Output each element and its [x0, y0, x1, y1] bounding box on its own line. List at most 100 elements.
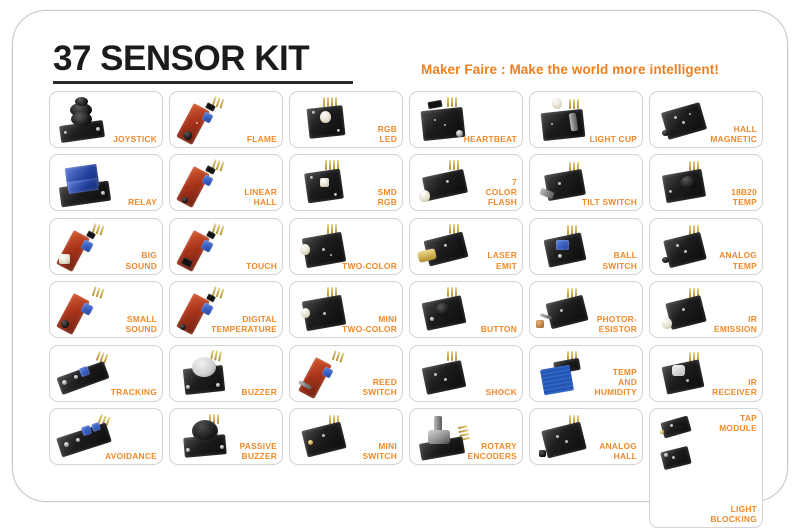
sensor-label: SMD RGB — [377, 186, 397, 208]
sensor-cell-joystick[interactable]: JOYSTICK — [49, 91, 163, 148]
sensor-label: RGB LED — [377, 123, 397, 144]
sensor-cell-flame[interactable]: FLAME — [169, 91, 283, 148]
sensor-cell-laser-emit[interactable]: LASER EMIT — [409, 217, 523, 275]
ir-receiver-icon — [656, 351, 718, 398]
passive-buzzer-icon — [176, 413, 238, 461]
active-buzzer-icon — [176, 349, 238, 398]
sensor-cell-color-flash[interactable]: 7 COLOR FLASH — [409, 154, 523, 212]
light-blocking-icon — [658, 445, 700, 471]
sensor-cell-touch[interactable]: TOUCH — [169, 217, 283, 275]
dht11-icon — [536, 350, 598, 398]
sensor-cell-button[interactable]: BUTTON — [409, 281, 523, 339]
title-underline — [53, 81, 353, 84]
laser-emitter-icon — [416, 223, 478, 271]
page-title: 37 SENSOR KIT — [53, 39, 310, 78]
sensor-cell-smd-rgb[interactable]: SMD RGB — [289, 154, 403, 212]
sensor-cell-analog-temp[interactable]: ANALOG TEMP — [649, 217, 763, 275]
button-module-icon — [416, 287, 478, 334]
sensor-cell-hall-magnetic[interactable]: HALL MAGNETIC — [649, 91, 763, 148]
sensor-label: LASER EMIT — [487, 250, 517, 271]
sensor-cell-small-sound[interactable]: SMALL SOUND — [49, 281, 163, 339]
title-block: 37 SENSOR KIT — [53, 39, 353, 84]
sensor-cell-reed-switch[interactable]: REED SWITCH — [289, 344, 403, 402]
sensor-cell-ir-emission[interactable]: IR EMISSION — [649, 281, 763, 339]
sensor-label: BUTTON — [480, 323, 517, 334]
smd-rgb-icon — [296, 160, 358, 207]
sensor-cell-tap-and-light-blocking[interactable]: TAP MODULE LIGHT BLOCKING — [649, 407, 763, 528]
mini-switch-icon — [296, 414, 358, 461]
sensor-cell-heartbeat[interactable]: HEARTBEAT — [409, 91, 523, 148]
sensor-cell-photoresistor[interactable]: PHOTOR- ESISTOR — [529, 281, 643, 339]
sensor-label: 18B20 TEMP — [731, 186, 757, 208]
sensor-cell-ds18b20[interactable]: 18B20 TEMP — [649, 154, 763, 212]
analog-hall-icon — [536, 414, 598, 461]
sensor-cell-analog-hall[interactable]: ANALOG HALL — [529, 407, 643, 465]
sensor-label: REED SWITCH — [362, 377, 397, 398]
sensor-cell-tilt-switch[interactable]: TILT SWITCH — [529, 154, 643, 212]
sensor-cell-linear-hall[interactable]: LINEAR HALL — [169, 154, 283, 212]
sensor-cell-passive-buzzer[interactable]: PASSIVE BUZZER — [169, 407, 283, 465]
sensor-cell-digital-temperature[interactable]: DIGITAL TEMPERATURE — [169, 281, 283, 339]
sensor-label: BIG SOUND — [125, 250, 157, 271]
flame-sensor-icon — [176, 96, 238, 146]
color-flash-icon — [416, 160, 478, 207]
sensor-label: TILT SWITCH — [581, 197, 637, 208]
sensor-label: MINI TWO-COLOR — [342, 313, 397, 334]
big-sound-icon — [56, 222, 118, 272]
sensor-cell-relay[interactable]: RELAY — [49, 154, 163, 212]
sensor-label: AVOIDANCE — [105, 450, 157, 461]
sensor-label: HEARTBEAT — [463, 133, 517, 144]
sensor-label: PHOTOR- ESISTOR — [596, 313, 637, 334]
avoidance-sensor-icon — [56, 413, 118, 461]
sensor-cell-avoidance[interactable]: AVOIDANCE — [49, 407, 163, 465]
sensor-cell-shock[interactable]: SHOCK — [409, 344, 523, 402]
ir-emission-icon — [656, 287, 718, 334]
tilt-switch-icon — [536, 160, 598, 207]
tagline: Maker Faire : Make the world more intell… — [421, 62, 719, 77]
poster-root: 37 SENSOR KIT Maker Faire : Make the wor… — [12, 10, 788, 528]
sensor-label: SHOCK — [485, 387, 517, 398]
rgb-led-icon — [296, 97, 358, 144]
sensor-label: TWO-COLOR — [342, 260, 397, 271]
sensor-label-light-blocking: LIGHT BLOCKING — [710, 503, 757, 525]
poster-card: 37 SENSOR KIT Maker Faire : Make the wor… — [12, 10, 788, 528]
sensor-label: HALL MAGNETIC — [710, 123, 757, 144]
sensor-cell-mini-two-color[interactable]: MINI TWO-COLOR — [289, 281, 403, 339]
sensor-label: IR EMISSION — [714, 313, 757, 334]
sensor-cell-tracking[interactable]: TRACKING — [49, 344, 163, 402]
ds18b20-icon — [656, 160, 718, 207]
sensor-cell-two-color[interactable]: TWO-COLOR — [289, 217, 403, 275]
sensor-label: PASSIVE BUZZER — [239, 440, 277, 461]
relay-icon — [56, 160, 118, 208]
sensor-label: DIGITAL TEMPERATURE — [211, 313, 277, 334]
sensor-label: ANALOG TEMP — [719, 250, 757, 271]
sensor-cell-temp-humidity[interactable]: TEMP AND HUMIDITY — [529, 344, 643, 402]
joystick-icon — [56, 97, 118, 144]
sensor-grid: JOYSTICK FLAME — [49, 91, 763, 528]
sensor-label: JOYSTICK — [113, 133, 157, 144]
sensor-label: BALL SWITCH — [602, 250, 637, 271]
heartbeat-sensor-icon — [416, 97, 478, 144]
sensor-label: TRACKING — [110, 387, 157, 398]
sensor-cell-buzzer[interactable]: BUZZER — [169, 344, 283, 402]
tracking-sensor-icon — [56, 350, 118, 398]
sensor-label: IR RECEIVER — [712, 377, 757, 398]
hall-magnetic-icon — [656, 97, 718, 144]
two-color-led-icon — [296, 223, 358, 271]
sensor-label: ROTARY ENCODERS — [467, 440, 517, 461]
tap-module-icon — [658, 415, 700, 439]
sensor-label: SMALL SOUND — [125, 313, 157, 334]
sensor-label: 7 COLOR FLASH — [485, 176, 517, 208]
sensor-cell-ir-receiver[interactable]: IR RECEIVER — [649, 344, 763, 402]
sensor-cell-big-sound[interactable]: BIG SOUND — [49, 217, 163, 275]
ball-switch-icon — [536, 224, 598, 271]
sensor-cell-light-cup[interactable]: LIGHT CUP — [529, 91, 643, 148]
sensor-label: FLAME — [246, 133, 277, 144]
sensor-cell-ball-switch[interactable]: BALL SWITCH — [529, 217, 643, 275]
sensor-cell-rgb-led[interactable]: RGB LED — [289, 91, 403, 148]
photoresistor-icon — [536, 287, 598, 334]
sensor-label: ANALOG HALL — [599, 440, 637, 461]
sensor-cell-rotary-encoder[interactable]: ROTARY ENCODERS — [409, 407, 523, 465]
sensor-cell-mini-switch[interactable]: MINI SWITCH — [289, 407, 403, 465]
sensor-label: BUZZER — [241, 387, 277, 398]
